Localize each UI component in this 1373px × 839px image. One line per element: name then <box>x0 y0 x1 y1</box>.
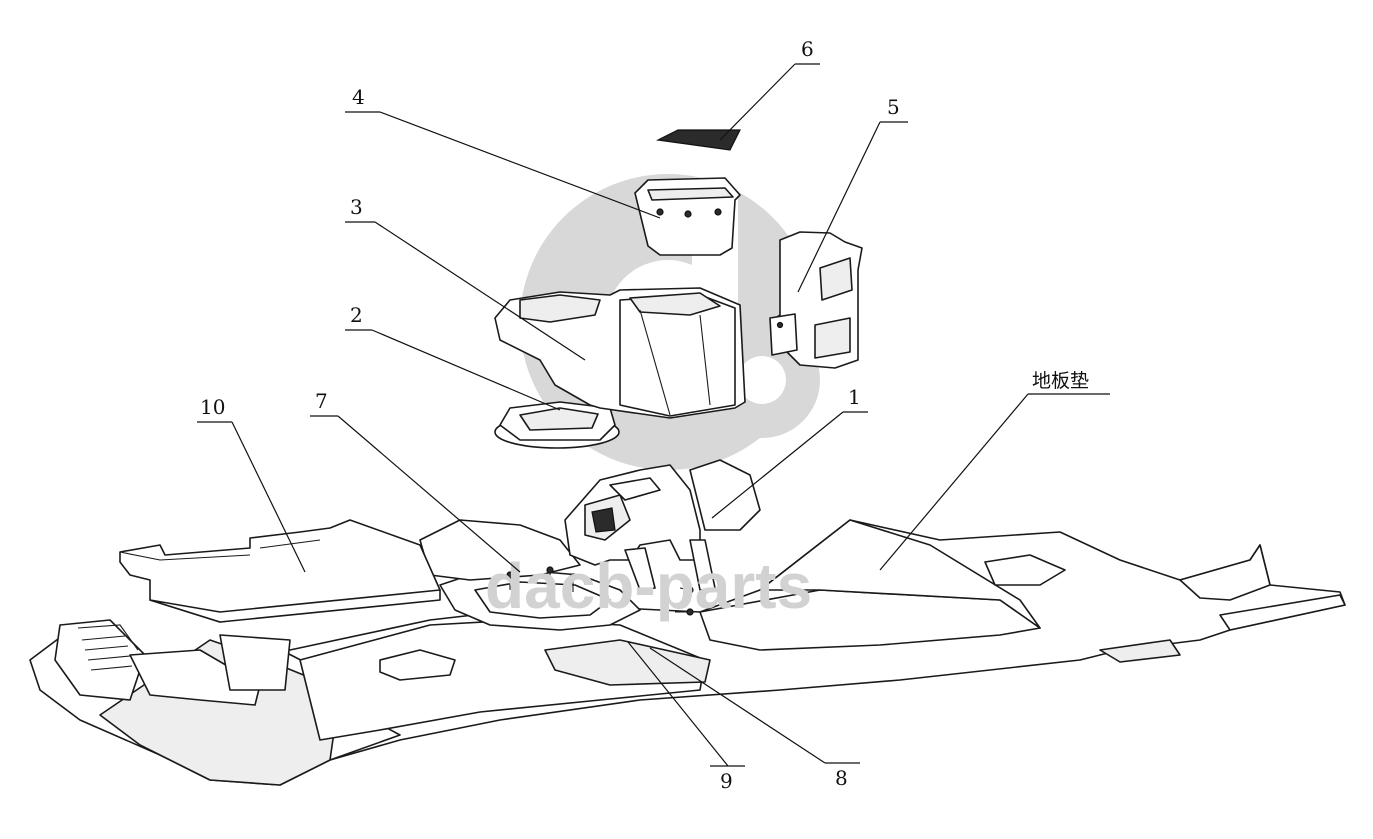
screws <box>506 566 694 616</box>
callout-3: 3 <box>350 195 363 219</box>
callout-7: 7 <box>315 389 328 413</box>
part-2-ring <box>494 401 620 449</box>
callout-10: 10 <box>200 395 225 419</box>
part-1-bracket <box>564 459 761 591</box>
part-10-left-mat <box>119 519 441 623</box>
callout-9: 9 <box>720 769 733 793</box>
part-3-console <box>494 287 746 419</box>
callout-1: 1 <box>848 385 861 409</box>
part-5-holder <box>769 231 863 369</box>
callout-labels: 6 4 5 3 2 10 7 1 地板垫 9 8 <box>200 37 1089 793</box>
callout-6: 6 <box>801 37 814 61</box>
part-6-pad <box>656 129 741 151</box>
floor-panel <box>29 519 1346 786</box>
callout-5: 5 <box>887 95 900 119</box>
callout-4: 4 <box>352 85 365 109</box>
part-4-insert <box>634 177 741 256</box>
leader-lines <box>197 63 1110 767</box>
callout-floor-mat: 地板垫 <box>1032 370 1089 392</box>
watermark-text: dacb-parts <box>485 550 812 622</box>
callout-2: 2 <box>350 303 363 327</box>
callout-8: 8 <box>835 766 848 790</box>
